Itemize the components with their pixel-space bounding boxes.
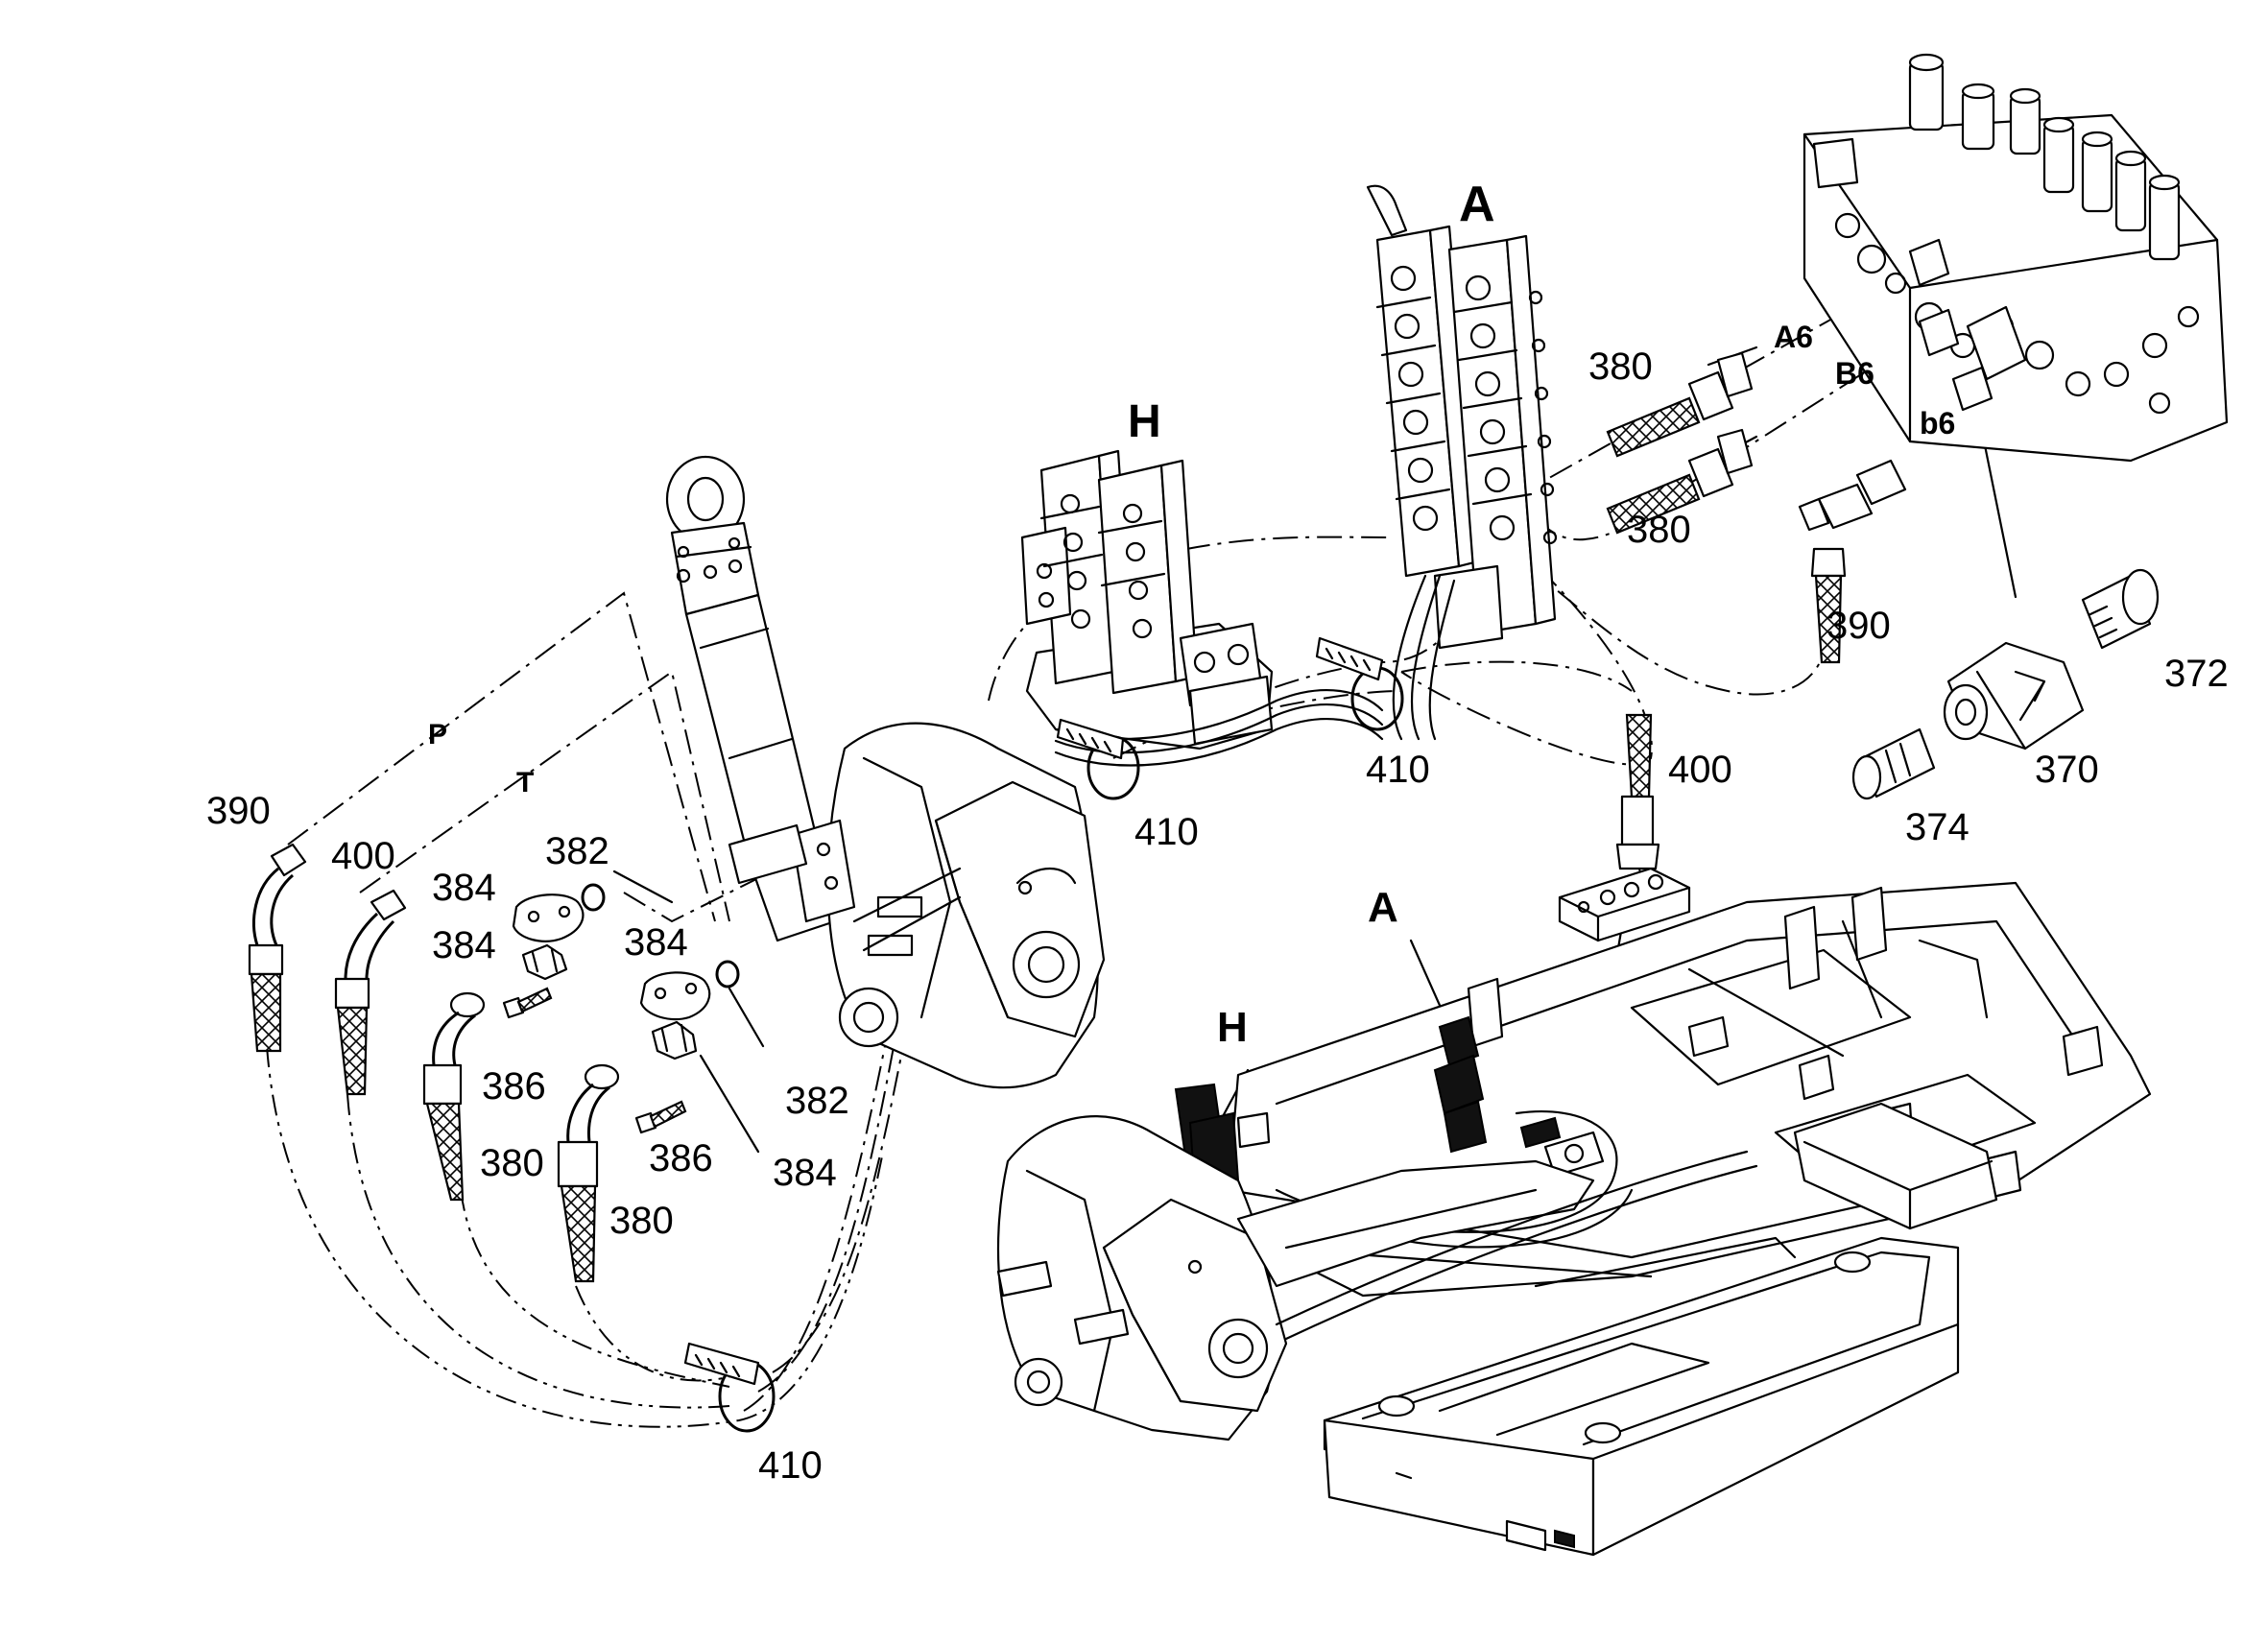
label-400-left: 400 <box>331 835 395 877</box>
clamp-block-h <box>1020 449 1384 767</box>
flange-384-upper <box>512 893 585 981</box>
hose-380-upper-right <box>1606 351 1754 458</box>
hose-400-left <box>334 889 407 1096</box>
label-a6: A6 <box>1774 320 1813 354</box>
hose-380-lower-right <box>1606 428 1754 535</box>
label-a-frame: A <box>1368 884 1398 931</box>
screw-386-upper <box>502 987 553 1019</box>
label-410-bottom: 410 <box>758 1444 823 1487</box>
fitting-374 <box>1851 727 1936 800</box>
pressure-switch-370 <box>1943 641 2085 751</box>
label-t: T <box>516 767 534 798</box>
label-390-right: 390 <box>1826 605 1891 647</box>
leader-384 <box>612 870 765 1154</box>
label-380-upper-right: 380 <box>1588 345 1653 388</box>
label-384-d: 384 <box>773 1152 837 1194</box>
part-labels: A H A H P T A6 B6 b6 380 380 380 380 390… <box>206 177 2229 1487</box>
boom-swing-bracket <box>665 455 1106 1089</box>
hose-390-left <box>248 843 307 1053</box>
control-valve-block <box>1802 53 2229 463</box>
hose-380-left-b <box>557 1063 620 1283</box>
battery-tray <box>1275 1150 1960 1557</box>
label-380-left-b: 380 <box>609 1200 674 1242</box>
label-380-lower-right: 380 <box>1627 509 1691 551</box>
label-b6-upper: B6 <box>1835 356 1874 391</box>
cable-tie-410-group <box>683 636 1404 1433</box>
label-410-a: 410 <box>1366 749 1430 791</box>
label-380-left-a: 380 <box>480 1142 544 1184</box>
oring-382-upper <box>581 883 606 912</box>
oring-382-lower <box>715 960 740 989</box>
label-386-lower: 386 <box>649 1137 713 1179</box>
elbow-fitting <box>1798 459 1907 532</box>
lower-swing-bracket <box>996 1115 1595 1441</box>
label-372: 372 <box>2164 653 2229 695</box>
label-384-b: 384 <box>432 924 496 966</box>
clamp-block-a <box>1366 184 1558 741</box>
label-h-frame: H <box>1217 1004 1248 1051</box>
label-384-a: 384 <box>432 867 496 909</box>
label-p: P <box>428 719 447 751</box>
hose-380-left-a <box>422 991 486 1202</box>
distribution-block <box>1558 867 1691 942</box>
label-384-c: 384 <box>624 921 688 964</box>
label-400-right: 400 <box>1668 749 1732 791</box>
label-b6-lower: b6 <box>1920 406 1955 441</box>
label-h-top: H <box>1128 396 1161 447</box>
hose-400-right <box>1615 713 1660 870</box>
label-374: 374 <box>1905 806 1970 848</box>
screw-386-lower <box>634 1100 687 1134</box>
label-386-upper: 386 <box>482 1065 546 1108</box>
fitting-372 <box>2081 568 2160 650</box>
label-382-upper: 382 <box>545 830 609 872</box>
label-370: 370 <box>2035 749 2099 791</box>
hose-390-right <box>1810 547 1847 664</box>
label-410-h: 410 <box>1134 811 1199 853</box>
label-382-lower: 382 <box>785 1080 849 1122</box>
flange-384-lower <box>639 971 711 1060</box>
label-a-top: A <box>1459 177 1495 232</box>
label-390-left: 390 <box>206 790 271 832</box>
